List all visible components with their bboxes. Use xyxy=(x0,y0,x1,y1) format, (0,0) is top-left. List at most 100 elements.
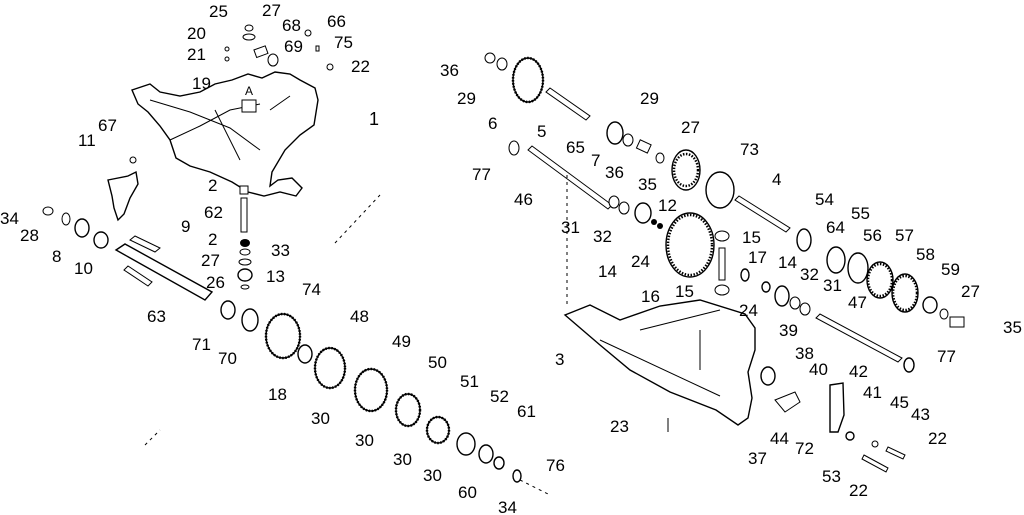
callout-30-b: 30 xyxy=(355,431,374,450)
callout-49: 49 xyxy=(392,332,411,351)
callout-3: 3 xyxy=(555,350,564,369)
callout-34: 34 xyxy=(0,209,19,228)
callout-64: 64 xyxy=(826,218,845,237)
callout-27-shaft: 27 xyxy=(201,251,220,270)
callout-30-c: 30 xyxy=(393,450,412,469)
callout-25: 25 xyxy=(209,2,228,21)
callout-66: 66 xyxy=(327,12,346,31)
callout-28: 28 xyxy=(20,226,39,245)
callout-45: 45 xyxy=(890,393,909,412)
callout-36-right: 36 xyxy=(605,163,624,182)
callout-72: 72 xyxy=(795,439,814,458)
callout-30-a: 30 xyxy=(311,409,330,428)
callout-41: 41 xyxy=(863,383,882,402)
callout-39: 39 xyxy=(779,321,798,340)
callout-1: 1 xyxy=(369,109,379,129)
callout-2: 2 xyxy=(208,176,217,195)
upper-housing: A xyxy=(131,71,319,197)
left-shaft-assembly xyxy=(42,206,214,301)
callout-40: 40 xyxy=(809,360,828,379)
callout-9: 9 xyxy=(181,217,190,236)
right-gear-stack xyxy=(774,228,965,373)
callout-32: 32 xyxy=(593,227,612,246)
callout-13: 13 xyxy=(266,267,285,286)
callout-32-right: 32 xyxy=(800,265,819,284)
callout-17: 17 xyxy=(748,248,767,267)
callout-65: 65 xyxy=(566,138,585,157)
callout-53: 53 xyxy=(822,467,841,486)
callout-42: 42 xyxy=(849,362,868,381)
callout-2-lower: 2 xyxy=(208,230,217,249)
callout-38: 38 xyxy=(795,344,814,363)
callout-71: 71 xyxy=(192,335,211,354)
callout-5: 5 xyxy=(537,122,546,141)
callout-58: 58 xyxy=(916,245,935,264)
callout-4: 4 xyxy=(772,170,781,189)
callout-56: 56 xyxy=(863,226,882,245)
callout-67: 67 xyxy=(98,116,117,135)
callout-51: 51 xyxy=(460,372,479,391)
lower-housing xyxy=(563,299,756,426)
callout-55: 55 xyxy=(851,204,870,223)
callout-23: 23 xyxy=(610,417,629,436)
housing-mark-label: A xyxy=(245,84,253,98)
callout-21: 21 xyxy=(187,45,206,64)
callout-76: 76 xyxy=(546,456,565,475)
callout-31-right: 31 xyxy=(823,276,842,295)
callout-77-right: 77 xyxy=(937,347,956,366)
callout-34-lower: 34 xyxy=(498,498,517,515)
callout-27: 27 xyxy=(262,1,281,20)
callout-61: 61 xyxy=(517,402,536,421)
callout-74: 74 xyxy=(302,280,321,299)
callout-46: 46 xyxy=(514,190,533,209)
callout-26: 26 xyxy=(206,273,225,292)
callout-14: 14 xyxy=(598,262,617,281)
callout-27-right: 27 xyxy=(681,118,700,137)
callout-60: 60 xyxy=(458,483,477,502)
callout-22-bottom: 22 xyxy=(849,481,868,500)
vertical-shaft xyxy=(237,185,253,290)
callout-36: 36 xyxy=(440,61,459,80)
callout-43: 43 xyxy=(911,405,930,424)
callout-22-right: 22 xyxy=(928,429,947,448)
shift-fork xyxy=(107,156,139,222)
callout-35: 35 xyxy=(638,175,657,194)
callout-22: 22 xyxy=(351,57,370,76)
callout-7: 7 xyxy=(591,151,600,170)
differential-assembly xyxy=(608,195,771,296)
callout-14-right: 14 xyxy=(778,253,797,272)
callout-73: 73 xyxy=(740,140,759,159)
callout-19: 19 xyxy=(192,74,211,93)
callout-6: 6 xyxy=(488,114,497,133)
callout-52: 52 xyxy=(490,387,509,406)
callout-75: 75 xyxy=(334,33,353,52)
callout-27-far-right: 27 xyxy=(961,282,980,301)
callout-24-lower: 24 xyxy=(739,301,758,320)
top-right-shaft-assembly xyxy=(484,52,791,233)
callout-15: 15 xyxy=(742,228,761,247)
callout-15-lower: 15 xyxy=(675,282,694,301)
callout-29-right: 29 xyxy=(640,89,659,108)
callout-77: 77 xyxy=(472,165,491,184)
callout-44: 44 xyxy=(770,429,789,448)
lower-left-gear-train xyxy=(220,300,522,483)
callout-12: 12 xyxy=(658,196,677,215)
top-small-parts xyxy=(224,24,334,71)
callout-11: 11 xyxy=(78,131,96,150)
callout-10: 10 xyxy=(74,259,93,278)
explosion-lines xyxy=(144,175,568,496)
callout-68: 68 xyxy=(282,16,301,35)
callout-29: 29 xyxy=(457,89,476,108)
callout-30-d: 30 xyxy=(423,466,442,485)
callout-50: 50 xyxy=(428,353,447,372)
callout-63: 63 xyxy=(147,307,166,326)
callout-59: 59 xyxy=(941,260,960,279)
callout-70: 70 xyxy=(218,349,237,368)
callout-54: 54 xyxy=(815,190,834,209)
callout-57: 57 xyxy=(895,226,914,245)
callout-24: 24 xyxy=(631,252,650,271)
callout-31: 31 xyxy=(561,218,580,237)
callout-18: 18 xyxy=(268,385,287,404)
callout-33: 33 xyxy=(271,241,290,260)
